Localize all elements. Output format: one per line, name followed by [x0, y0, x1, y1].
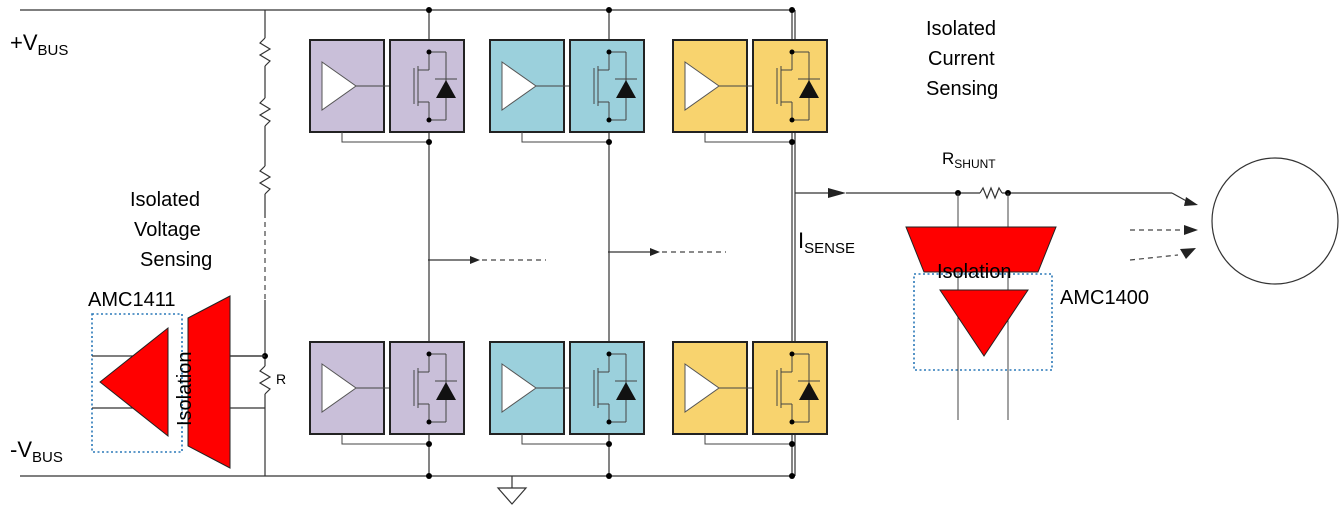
isolation-label-voltage: Isolation: [174, 352, 196, 427]
amc1400-label: AMC1400: [1060, 287, 1149, 309]
buffer-triangle-icon: [501, 61, 537, 111]
mosfet-switch-box: [569, 341, 645, 435]
phase-v-bottom-node: [606, 473, 612, 479]
mosfet-diode-icon: [413, 351, 457, 425]
power-stage: [309, 7, 828, 479]
phase-u-low-side: [309, 341, 465, 447]
voltage-sensing-label-1: Isolated: [130, 189, 200, 211]
isolation-label-current: Isolation: [937, 261, 1012, 283]
phase-v-low-side: [489, 341, 645, 447]
buffer-triangle-icon: [684, 61, 720, 111]
mosfet-switch-box: [389, 341, 465, 435]
current-sensing-label-2: Current: [928, 48, 995, 70]
phase-flow-arrows: [428, 248, 726, 264]
mosfet-switch-box: [569, 39, 645, 133]
mosfet-switch-box: [389, 39, 465, 133]
mosfet-diode-icon: [776, 351, 820, 425]
positive-bus-label: +VBUS: [10, 30, 68, 59]
current-isolation-boundary: [913, 273, 1053, 371]
phase-w-top-node: [789, 7, 795, 13]
buffer-triangle-icon: [501, 363, 537, 413]
phase-u-top-node: [426, 7, 432, 13]
mosfet-diode-icon: [413, 49, 457, 123]
phase-output-wiring: [795, 186, 1198, 261]
phase-v-high-side: [489, 39, 645, 145]
voltage-isolation-boundary: [91, 313, 183, 453]
mosfet-diode-icon: [776, 49, 820, 123]
motor-circle-icon: [1211, 157, 1339, 285]
phase-w-low-side: [672, 341, 828, 447]
phase-w-high-side: [672, 39, 828, 145]
amc1411-label: AMC1411: [88, 289, 175, 311]
mosfet-switch-box: [752, 39, 828, 133]
ground-symbol-icon: [496, 476, 528, 505]
mosfet-diode-icon: [593, 351, 637, 425]
negative-bus-label: -VBUS: [10, 437, 63, 466]
current-sensing-label-3: Sensing: [926, 78, 998, 100]
buffer-triangle-icon: [684, 363, 720, 413]
phase-v-top-node: [606, 7, 612, 13]
current-isolation-amplifier: [905, 226, 1057, 357]
voltage-sensing-label-3: Sensing: [140, 249, 212, 271]
phase-u-bottom-node: [426, 473, 432, 479]
mosfet-switch-box: [752, 341, 828, 435]
rshunt-label: RSHUNT: [942, 149, 996, 171]
isense-label: ISENSE: [798, 228, 855, 257]
phase-w-bottom-node: [789, 473, 795, 479]
mosfet-diode-icon: [593, 49, 637, 123]
current-sensing-label-1: Isolated: [926, 18, 996, 40]
voltage-divider-resistors: [230, 10, 272, 476]
buffer-triangle-icon: [321, 363, 357, 413]
phase-u-high-side: [309, 39, 465, 145]
buffer-triangle-icon: [321, 61, 357, 111]
voltage-isolation-amplifier: [92, 295, 265, 469]
voltage-sensing-label-2: Voltage: [134, 219, 201, 241]
resistor-r-label: R: [276, 371, 286, 387]
